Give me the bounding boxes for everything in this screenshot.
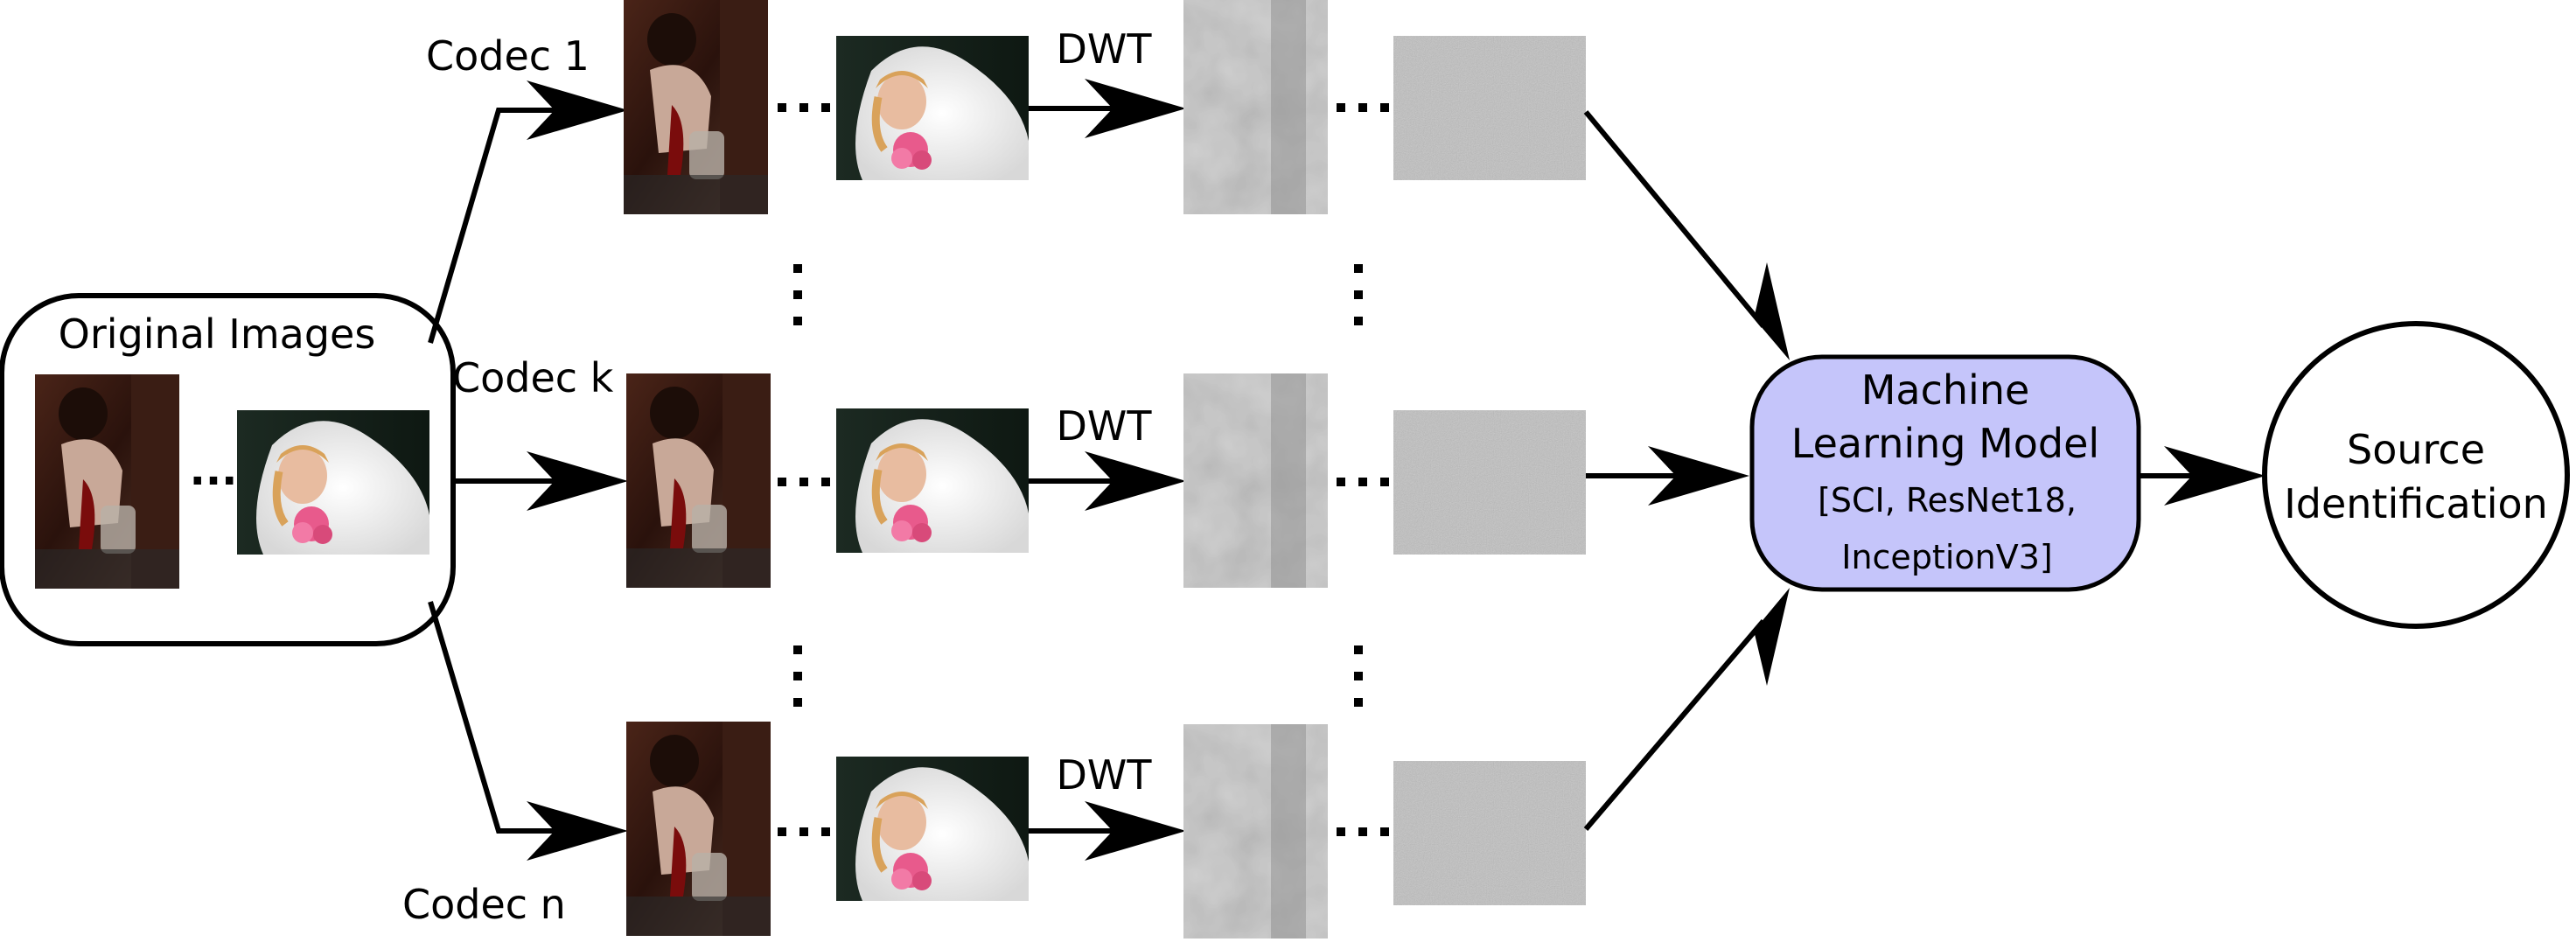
vertical-ellipsis-lower-left <box>793 645 802 707</box>
dwt1-bride-coeff <box>1393 36 1586 180</box>
bride-photo-thumbnail <box>237 410 429 555</box>
codeck-bride-photo <box>836 408 1029 553</box>
vertical-ellipsis-upper-left <box>793 264 802 325</box>
dwt1-man-coeff <box>1183 0 1328 214</box>
dwt-label-n: DWT <box>1056 751 1152 799</box>
arrow-rowk-to-model <box>1586 446 1749 506</box>
dwt-arrow-1 <box>1029 79 1186 138</box>
ml-model-line3: [SCI, ResNet18, <box>1818 481 2077 520</box>
dwt-label-k: DWT <box>1056 402 1152 450</box>
row-codec-n: DWT <box>626 722 1586 939</box>
ml-model-line2: Learning Model <box>1791 420 2099 467</box>
dwt-arrow-k <box>1029 451 1186 511</box>
codec1-man-photo <box>624 0 768 214</box>
row-codec-1: DWT <box>624 0 1586 214</box>
codecn-man-photo <box>626 722 771 936</box>
row-codec-k: DWT <box>626 373 1586 588</box>
arrow-model-to-output <box>2139 446 2265 506</box>
dwt-arrow-n <box>1029 801 1186 861</box>
man-photo-thumbnail <box>35 374 179 589</box>
dwt1-ellipsis <box>1337 103 1389 112</box>
arrow-row1-to-model <box>1583 110 1790 360</box>
dwtn-man-coeff <box>1183 724 1328 939</box>
codeck-man-photo <box>626 373 771 588</box>
branch-arrow-codec-1 <box>428 80 628 344</box>
branch-arrow-codec-k <box>453 451 628 511</box>
codec-label-k: Codec k <box>452 354 614 401</box>
arrow-rown-to-model <box>1583 588 1790 831</box>
codeck-ellipsis <box>778 478 830 486</box>
codecn-bride-photo <box>836 757 1029 901</box>
dwtk-ellipsis <box>1337 478 1389 486</box>
dwtn-bride-coeff <box>1393 761 1586 905</box>
ml-model-line1: Machine <box>1861 366 2030 414</box>
dwtk-man-coeff <box>1183 373 1328 588</box>
vertical-ellipsis-lower-right <box>1354 645 1363 707</box>
vertical-ellipsis-upper-right <box>1354 264 1363 325</box>
codecn-ellipsis <box>778 827 830 836</box>
output-line1: Source <box>2347 426 2485 473</box>
codec1-bride-photo <box>836 36 1029 180</box>
codec-label-n: Codec n <box>402 881 566 928</box>
ml-model-line4: InceptionV3] <box>1841 538 2052 576</box>
codec1-ellipsis <box>778 103 830 112</box>
dwtn-ellipsis <box>1337 827 1389 836</box>
codec-label-1: Codec 1 <box>426 32 590 80</box>
original-images-title: Original Images <box>59 311 376 358</box>
dwt-label-1: DWT <box>1056 25 1152 73</box>
branch-arrow-codec-n <box>428 601 628 861</box>
original-ellipsis: ··· <box>190 457 238 506</box>
output-line2: Identification <box>2284 480 2548 527</box>
dwtk-bride-coeff <box>1393 410 1586 555</box>
source-identification-circle <box>2262 321 2570 629</box>
